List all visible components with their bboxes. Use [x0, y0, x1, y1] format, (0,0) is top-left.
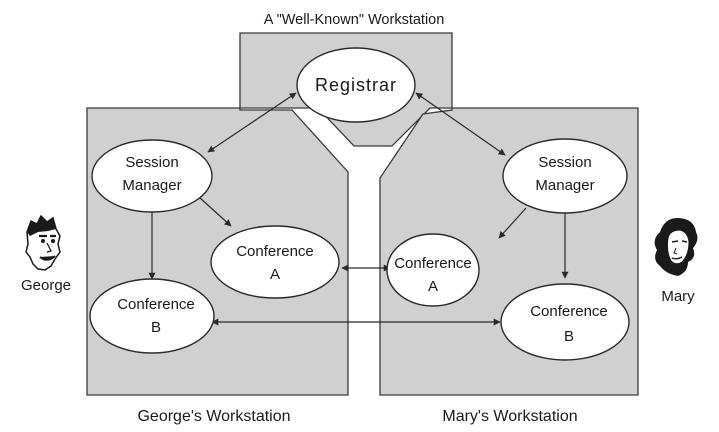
george-session-manager-node: Session Manager: [91, 139, 213, 213]
edge-mary-session-to-conference-a: [498, 207, 527, 239]
well-known-workstation-label: A "Well-Known" Workstation: [264, 12, 445, 28]
marys-workstation-label: Mary's Workstation: [442, 408, 577, 425]
mary-conference-b-node: Conference B: [500, 283, 630, 361]
registrar-label: Registrar: [315, 75, 397, 95]
mary-conference-b-line2: B: [564, 328, 574, 345]
george-avatar-icon: [25, 214, 61, 271]
edge-registrar-george-session: [207, 92, 297, 153]
mary-session-manager-node: Session Manager: [502, 138, 628, 214]
registrar-node: Registrar: [296, 47, 416, 123]
edge-registrar-mary-session: [415, 92, 506, 156]
george-conference-a-line2: A: [270, 266, 280, 283]
georges-workstation-label: George's Workstation: [137, 408, 290, 425]
mary-conference-a-node: Conference A: [386, 233, 480, 307]
george-conference-a-line1: Conference: [236, 243, 314, 260]
mary-conference-a-line2: A: [428, 278, 438, 295]
george-session-manager-line1: Session: [125, 154, 178, 171]
george-conference-b-node: Conference B: [89, 278, 215, 354]
edge-george-session-to-conference-a: [199, 197, 232, 227]
mary-session-manager-line1: Session: [538, 154, 591, 171]
mary-avatar-icon: [654, 217, 698, 276]
george-conference-b-line1: Conference: [117, 296, 195, 313]
george-conference-a-node: Conference A: [210, 225, 340, 299]
george-session-manager-line2: Manager: [122, 177, 181, 194]
george-conference-b-line2: B: [151, 319, 161, 336]
george-name-label: George: [21, 277, 71, 294]
mary-conference-a-line1: Conference: [394, 255, 472, 272]
mary-name-label: Mary: [661, 288, 695, 305]
mary-session-manager-line2: Manager: [535, 177, 594, 194]
mary-conference-b-line1: Conference: [530, 303, 608, 320]
